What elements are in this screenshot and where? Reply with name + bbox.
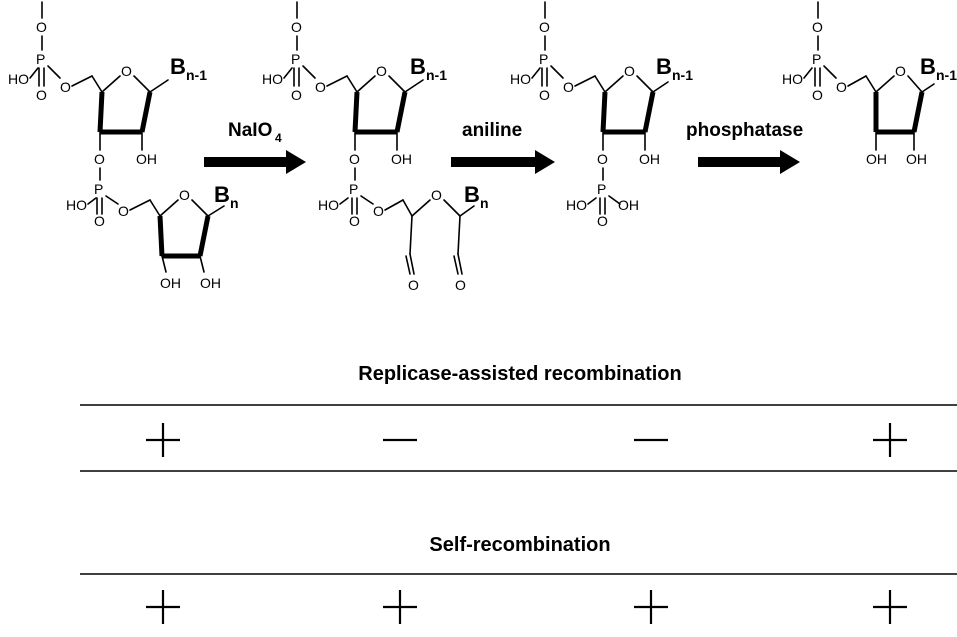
atom-o-ring-1: O xyxy=(121,63,132,79)
atom-o-acetal: O xyxy=(431,187,442,203)
atom-o-5prime: O xyxy=(563,79,574,95)
reagent-naio4: NaIO xyxy=(228,120,272,141)
arrow-step-3: phosphatase xyxy=(686,120,803,174)
atom-o-top: O xyxy=(36,19,47,35)
section-replicase: Replicase-assisted recombination +−−+ xyxy=(80,363,957,472)
atom-p-top: P xyxy=(291,51,300,67)
atom-p-top: P xyxy=(812,51,821,67)
base-n-minus-1: B xyxy=(170,54,186,79)
atom-ho-mid: HO xyxy=(318,197,339,213)
base-n: B xyxy=(214,182,230,207)
atom-o-double-top: O xyxy=(291,87,302,103)
atom-oh-3prime: OH xyxy=(866,151,887,167)
atom-o-double-mid: O xyxy=(94,213,105,229)
reagent-naio4-sub: 4 xyxy=(275,131,282,145)
base-n-sub: n xyxy=(480,195,489,211)
atom-o-double-top: O xyxy=(36,87,47,103)
base-n-minus-1-sub: n-1 xyxy=(186,67,207,83)
atom-oh-2prime: OH xyxy=(639,151,660,167)
section-self: Self-recombination + + + + xyxy=(80,534,957,624)
molecule-4-dephosphorylated: O P HO O O O B n-1 OH OH xyxy=(782,1,957,167)
atom-o-top: O xyxy=(291,19,302,35)
atom-o-3prime: O xyxy=(94,151,105,167)
molecule-2-dialdehyde: O P HO O O O B n-1 OH O P HO O O xyxy=(262,1,489,293)
atom-ho-mid: HO xyxy=(566,197,587,213)
base-n-minus-1: B xyxy=(410,54,426,79)
atom-o-5prime: O xyxy=(60,79,71,95)
plus-symbol: + xyxy=(873,590,907,624)
plus-symbol: + xyxy=(146,590,180,624)
atom-o-aldehyde-1: O xyxy=(408,277,419,293)
section-title-replicase: Replicase-assisted recombination xyxy=(358,363,681,385)
atom-oh-2prime: OH xyxy=(136,151,157,167)
base-n-minus-1-sub: n-1 xyxy=(672,67,693,83)
atom-p-mid: P xyxy=(349,181,358,197)
atom-p-mid: P xyxy=(94,181,103,197)
atom-p-top: P xyxy=(539,51,548,67)
atom-oh-phosphate: OH xyxy=(618,197,639,213)
atom-o-ring-1: O xyxy=(895,63,906,79)
plus-symbol: + xyxy=(383,590,417,624)
base-n-minus-1: B xyxy=(920,54,936,79)
atom-o-ring-1: O xyxy=(376,63,387,79)
plus-symbol: + xyxy=(146,423,180,457)
atom-o-5prime-b: O xyxy=(373,203,384,219)
base-n-minus-1: B xyxy=(656,54,672,79)
atom-o-aldehyde-2: O xyxy=(455,277,466,293)
atom-o-top: O xyxy=(812,19,823,35)
atom-o-double-mid: O xyxy=(597,213,608,229)
atom-ho-top: HO xyxy=(262,71,283,87)
base-n-minus-1-sub: n-1 xyxy=(426,67,447,83)
plus-symbol: + xyxy=(634,590,668,624)
atom-o-double-top: O xyxy=(812,87,823,103)
atom-o-3prime: O xyxy=(349,151,360,167)
base-n: B xyxy=(464,182,480,207)
atom-o-5prime-b: O xyxy=(118,203,129,219)
molecule-1-dinucleotide: O P HO O O O B n-1 OH O P HO O O xyxy=(8,1,239,291)
atom-o-double-top: O xyxy=(539,87,550,103)
arrow-step-1: NaIO 4 xyxy=(204,120,306,174)
atom-ho-top: HO xyxy=(8,71,29,87)
reagent-phosphatase: phosphatase xyxy=(686,120,803,141)
atom-o-top: O xyxy=(539,19,550,35)
result-row-replicase: +−−+ xyxy=(146,423,907,457)
atom-oh-2prime: OH xyxy=(906,151,927,167)
atom-o-3prime: O xyxy=(597,151,608,167)
atom-oh-2prime-end: OH xyxy=(200,275,221,291)
atom-ho-mid: HO xyxy=(66,197,87,213)
atom-o-ring-2: O xyxy=(179,187,190,203)
base-n-sub: n xyxy=(230,195,239,211)
atom-ho-top: HO xyxy=(782,71,803,87)
atom-o-double-mid: O xyxy=(349,213,360,229)
section-title-self: Self-recombination xyxy=(429,534,610,556)
atom-p-top: P xyxy=(36,51,45,67)
plus-symbol: + xyxy=(873,423,907,457)
atom-oh-3prime-end: OH xyxy=(160,275,181,291)
arrow-step-2: aniline xyxy=(451,120,555,174)
base-n-minus-1-sub: n-1 xyxy=(936,67,957,83)
molecule-3-3prime-phosphate: O P HO O O O B n-1 OH O P HO O OH xyxy=(510,1,693,229)
atom-p-mid: P xyxy=(597,181,606,197)
result-row-self: + + + + xyxy=(146,590,907,624)
reagent-aniline: aniline xyxy=(462,120,522,141)
atom-o-5prime: O xyxy=(836,79,847,95)
atom-o-ring-1: O xyxy=(624,63,635,79)
atom-oh-2prime: OH xyxy=(391,151,412,167)
atom-o-5prime: O xyxy=(315,79,326,95)
atom-ho-top: HO xyxy=(510,71,531,87)
